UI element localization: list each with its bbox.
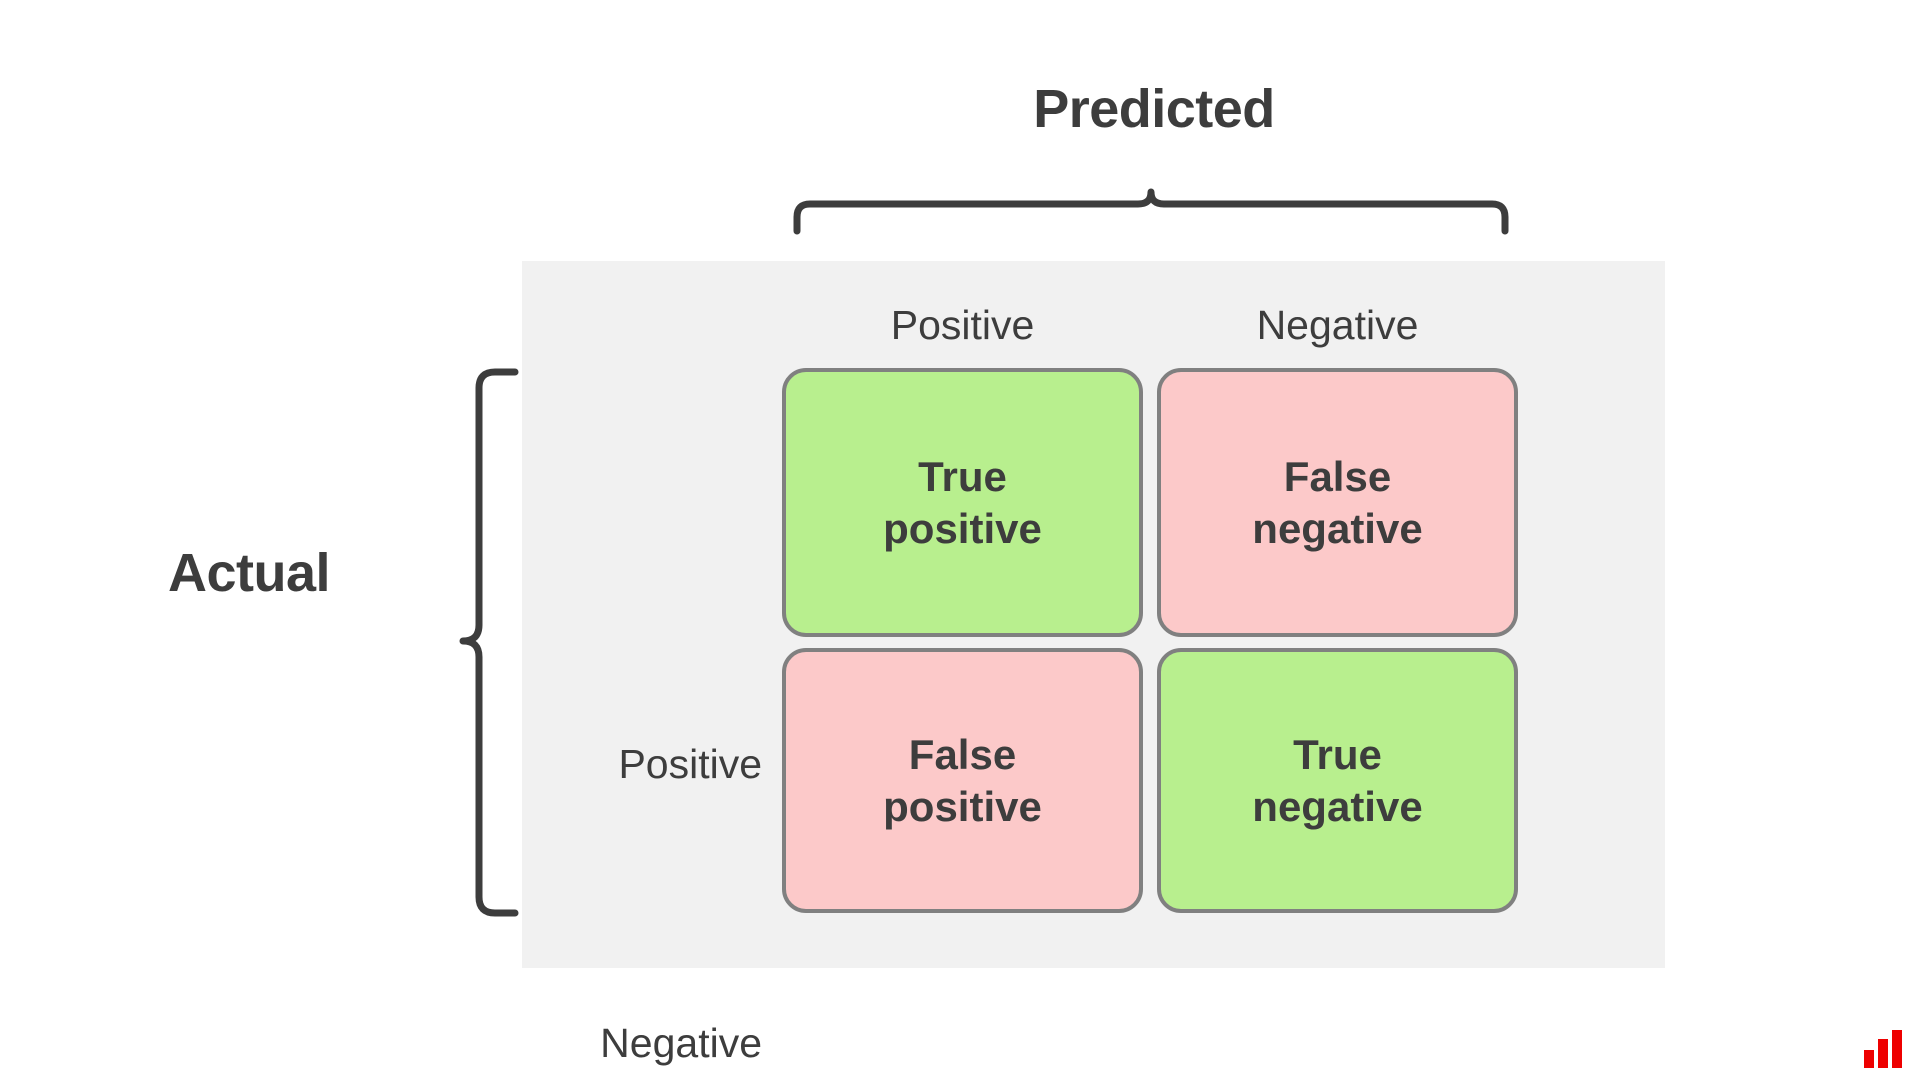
column-header-positive: Positive bbox=[890, 302, 1035, 348]
cell-true-positive[interactable]: True positive bbox=[782, 368, 1143, 637]
predicted-brace-icon bbox=[793, 188, 1509, 235]
column-header-negative: Negative bbox=[1256, 302, 1419, 348]
cell-true-positive-line2: positive bbox=[883, 504, 1042, 552]
cell-false-positive-line2: positive bbox=[883, 782, 1042, 830]
row-header-positive: Positive bbox=[618, 741, 762, 787]
actual-axis-title: Actual bbox=[168, 543, 331, 603]
confusion-matrix-panel: Positive Negative Positive Negative True… bbox=[522, 261, 1665, 1064]
cell-true-positive-line1: True bbox=[918, 453, 1007, 501]
cell-true-negative[interactable]: True negative bbox=[1157, 648, 1518, 913]
cell-true-negative-line2: negative bbox=[1252, 782, 1423, 830]
cell-true-negative-line1: True bbox=[1293, 731, 1382, 779]
cell-false-negative-line1: False bbox=[1283, 453, 1392, 501]
bar-chart-logo-icon bbox=[1864, 1030, 1902, 1068]
cell-false-negative-line2: negative bbox=[1252, 504, 1423, 552]
cell-false-positive-line1: False bbox=[908, 731, 1017, 779]
cell-false-negative[interactable]: False negative bbox=[1157, 368, 1518, 637]
cell-false-positive[interactable]: False positive bbox=[782, 648, 1143, 913]
predicted-axis-title: Predicted bbox=[1033, 79, 1275, 139]
row-header-negative: Negative bbox=[600, 1020, 762, 1066]
